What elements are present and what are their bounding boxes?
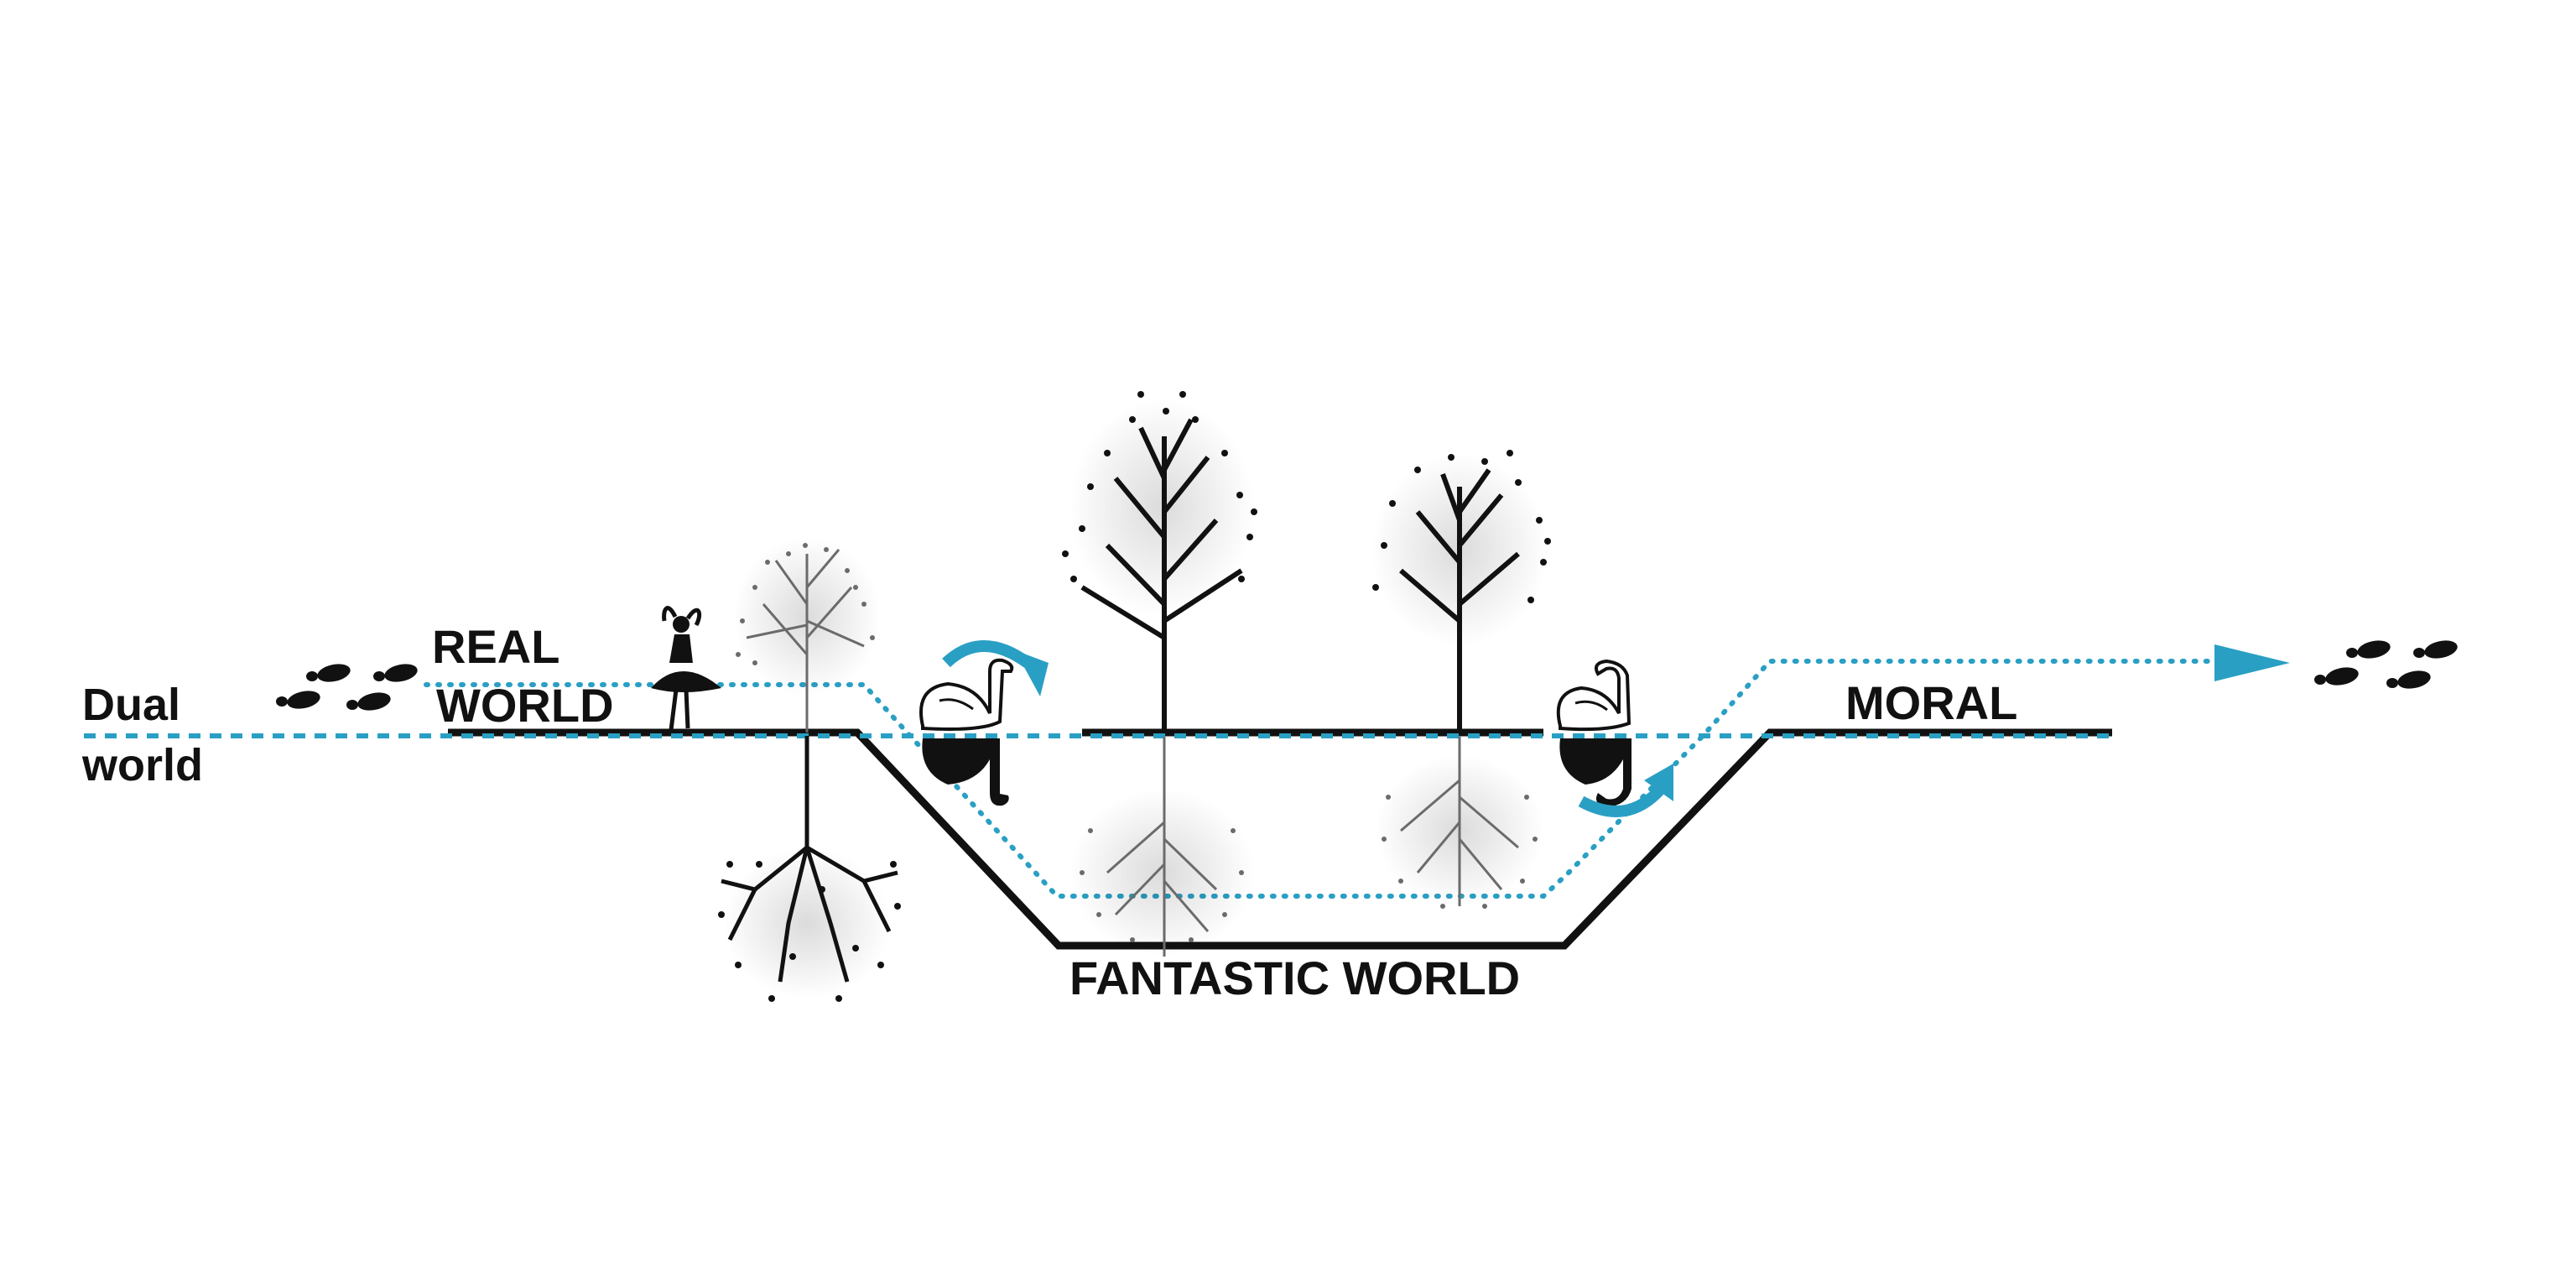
journey-dotted-path — [424, 659, 2225, 899]
real-world-label-line1: REAL — [432, 620, 559, 673]
dual-world-label-line1: Dual — [82, 680, 180, 730]
swan-icon — [919, 658, 1014, 731]
black-swan-reflection-icon — [1559, 738, 1631, 807]
dual-world-label-line2: world — [81, 740, 203, 790]
footprints-icon — [276, 664, 418, 711]
black-swan-reflection-icon — [922, 738, 1009, 806]
curved-arrow-icon — [1015, 650, 1049, 696]
curved-arrow-icon — [1644, 764, 1673, 801]
tree-icon — [733, 537, 881, 733]
tree-reflection-icon — [1069, 737, 1254, 957]
tree-icon — [1371, 450, 1551, 730]
ballerina-icon — [651, 606, 721, 731]
ground-line — [448, 728, 2112, 950]
swan-icon — [1556, 659, 1631, 732]
tree-icon — [1062, 391, 1257, 730]
curved-arrow-icon — [1578, 785, 1666, 817]
real-world-label-line2: WORLD — [436, 679, 614, 732]
fantastic-world-label: FANTASTIC WORLD — [1069, 952, 1520, 1004]
footprints-icon — [2314, 640, 2458, 689]
moral-label: MORAL — [1845, 676, 2017, 729]
tree-roots-icon — [718, 736, 901, 1002]
path-arrowhead — [2214, 644, 2290, 681]
tree-reflection-icon — [1376, 737, 1543, 909]
curved-arrow-icon — [942, 640, 1032, 668]
